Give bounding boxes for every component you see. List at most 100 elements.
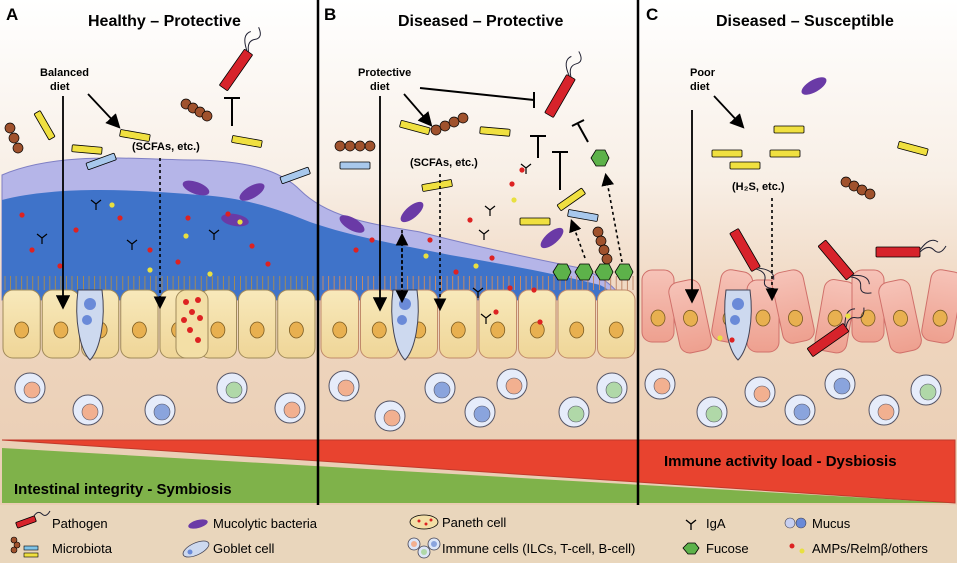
microbiota-rod: [399, 120, 431, 135]
gradient-bands: Intestinal integrity - Symbiosis Immune …: [1, 439, 956, 504]
nucleus: [332, 321, 348, 339]
amp-dot: [845, 313, 851, 319]
microbiota-rod: [711, 149, 743, 158]
amp-dot: [225, 211, 231, 217]
immune-cell-nucleus: [919, 383, 937, 401]
amp-dot: [531, 287, 537, 293]
panel-title-a: Healthy – Protective: [88, 13, 241, 30]
mucus-granule: [399, 298, 411, 310]
nucleus: [53, 321, 69, 339]
mucolytic-icon: [188, 519, 208, 529]
nucleus: [288, 321, 304, 339]
fucose: [574, 263, 594, 281]
immune-cell-nucleus: [473, 405, 491, 423]
immune-cell-nucleus: [153, 403, 171, 421]
microbiota-cocci: [201, 110, 213, 122]
microbiota-cocci: [601, 253, 613, 265]
microbes: [4, 27, 947, 357]
amps-icon: [789, 543, 805, 554]
microbiota-cocci: [430, 124, 442, 136]
mucolytic-bacterium: [182, 180, 210, 196]
damaged-cell: [851, 269, 885, 343]
fucose: [594, 263, 614, 281]
microbiota-cocci: [864, 188, 876, 200]
panel-letter-b: B: [324, 5, 336, 24]
immune-cell-nucleus: [705, 405, 723, 423]
diet-label-a-1: Balanced: [40, 67, 89, 79]
nucleus: [683, 309, 698, 327]
nucleus: [450, 321, 466, 339]
microbiota-cocci: [4, 122, 16, 134]
iga: [472, 287, 484, 298]
immune-cell-nucleus: [283, 401, 301, 419]
microbiota-cocci: [448, 116, 460, 128]
microbiota-cocci: [8, 132, 20, 144]
mucus-granule: [397, 315, 407, 325]
flagellum: [244, 27, 261, 53]
amp-dot: [249, 243, 255, 249]
microbiota-rod: [897, 141, 929, 156]
microbiota-rod: [479, 126, 511, 137]
flagellum: [755, 267, 775, 290]
nucleus: [932, 309, 948, 327]
damaged-cell: [668, 279, 712, 354]
mucolytic-bacterium: [801, 77, 827, 95]
iga: [90, 199, 102, 210]
nucleus: [608, 321, 624, 339]
immune-cells: [14, 368, 942, 432]
legend-mucolytic: Mucolytic bacteria: [213, 516, 318, 531]
inhibition-lines: [224, 87, 589, 190]
iga: [126, 239, 138, 250]
paneth-granule: [189, 309, 195, 315]
microbiota-rod: [729, 161, 761, 170]
mucolytic-bacterium: [400, 201, 424, 223]
damaged-cell: [814, 279, 857, 354]
microbiota-rod: [279, 166, 311, 185]
mucolytic-bacterium: [540, 227, 564, 249]
legend-mucus: Mucus: [812, 516, 851, 531]
diet-label-c-2: diet: [690, 81, 710, 93]
nucleus: [249, 321, 265, 339]
microbiota-rod: [556, 187, 586, 211]
fucose: [552, 263, 572, 281]
legend-immune-cells: Immune cells (ILCs, T-cell, B-cell): [442, 541, 635, 556]
mucus-granule: [732, 298, 744, 310]
fucose-icon: [682, 542, 700, 555]
microbiota-rod: [339, 161, 371, 170]
mucolytic-bacterium: [339, 215, 365, 233]
legend-goblet: Goblet cell: [213, 541, 275, 556]
inner-mucus: [2, 190, 620, 300]
amp-dot: [19, 212, 25, 218]
paneth-granule: [197, 315, 203, 321]
legend-fucose: Fucose: [706, 541, 749, 556]
immune-cell-nucleus: [833, 377, 851, 395]
microbiota-rod: [773, 125, 805, 134]
immune-cell-nucleus: [793, 403, 811, 421]
microbiota-cocci: [457, 112, 469, 124]
microbiota-rod: [119, 129, 151, 142]
legend-background: [0, 505, 957, 563]
microbiota-cocci: [595, 235, 607, 247]
immune-cell-nucleus: [567, 405, 585, 423]
amp-dot: [511, 197, 517, 203]
amp-dot: [507, 285, 513, 291]
amp-dot: [117, 215, 123, 221]
amp-dot: [109, 202, 115, 208]
microbiota-rod: [421, 179, 453, 192]
legend-amps: AMPs/Relmβ/others: [812, 541, 928, 556]
amp-dot: [183, 233, 189, 239]
pathogen: [875, 239, 947, 258]
epithelial-cell: [771, 269, 815, 344]
microbiota-rod: [519, 217, 551, 226]
microbiota-cocci: [344, 140, 356, 152]
immune-cell-nucleus: [225, 381, 243, 399]
panel-title-c: Diseased – Susceptible: [716, 13, 894, 30]
amp-dot: [147, 247, 153, 253]
immune-cell-nucleus: [337, 379, 355, 397]
nucleus: [893, 309, 908, 327]
metabolite-label-a: (SCFAs, etc.): [132, 141, 200, 153]
amp-dot: [57, 263, 63, 269]
immune-cells-icon: [407, 537, 441, 559]
diet-annotations: Balanced diet (SCFAs, etc.) Protective d…: [40, 67, 785, 312]
paneth-granule: [183, 299, 189, 305]
